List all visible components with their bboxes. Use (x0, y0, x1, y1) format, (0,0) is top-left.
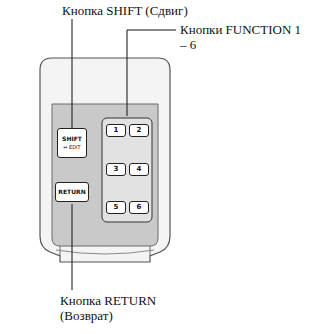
button-text: RETURN (58, 188, 85, 196)
grip-line (56, 250, 154, 254)
leader-line (127, 30, 176, 116)
remote-button: 5 (106, 201, 126, 214)
callout-label: Кнопка RETURN (Возврат) (60, 293, 176, 323)
button-text: 5 (114, 203, 119, 212)
function-group-frame (102, 118, 152, 222)
button-text: SHIFT (62, 135, 82, 143)
button-text: 3 (114, 165, 119, 174)
leader-line (72, 19, 73, 128)
remote-button: 1 (106, 124, 126, 137)
button-text: ↔ EDIT (63, 143, 80, 151)
callout-label: Кнопки FUNCTION 1 – 6 (180, 22, 304, 52)
remote-button: RETURN (55, 182, 89, 202)
remote-button: 3 (106, 163, 126, 176)
button-text: 2 (137, 126, 142, 135)
remote-button: 6 (129, 201, 149, 214)
button-text: 6 (137, 203, 142, 212)
remote-housing (40, 58, 170, 262)
button-panel (52, 104, 158, 246)
leader-line (72, 204, 73, 290)
remote-button: 2 (129, 124, 149, 137)
remote-button: 4 (129, 163, 149, 176)
button-text: 4 (137, 165, 142, 174)
callout-label: Кнопка SHIFT (Сдвиг) (62, 3, 262, 18)
remote-button: SHIFT↔ EDIT (57, 128, 87, 158)
button-text: 1 (114, 126, 119, 135)
